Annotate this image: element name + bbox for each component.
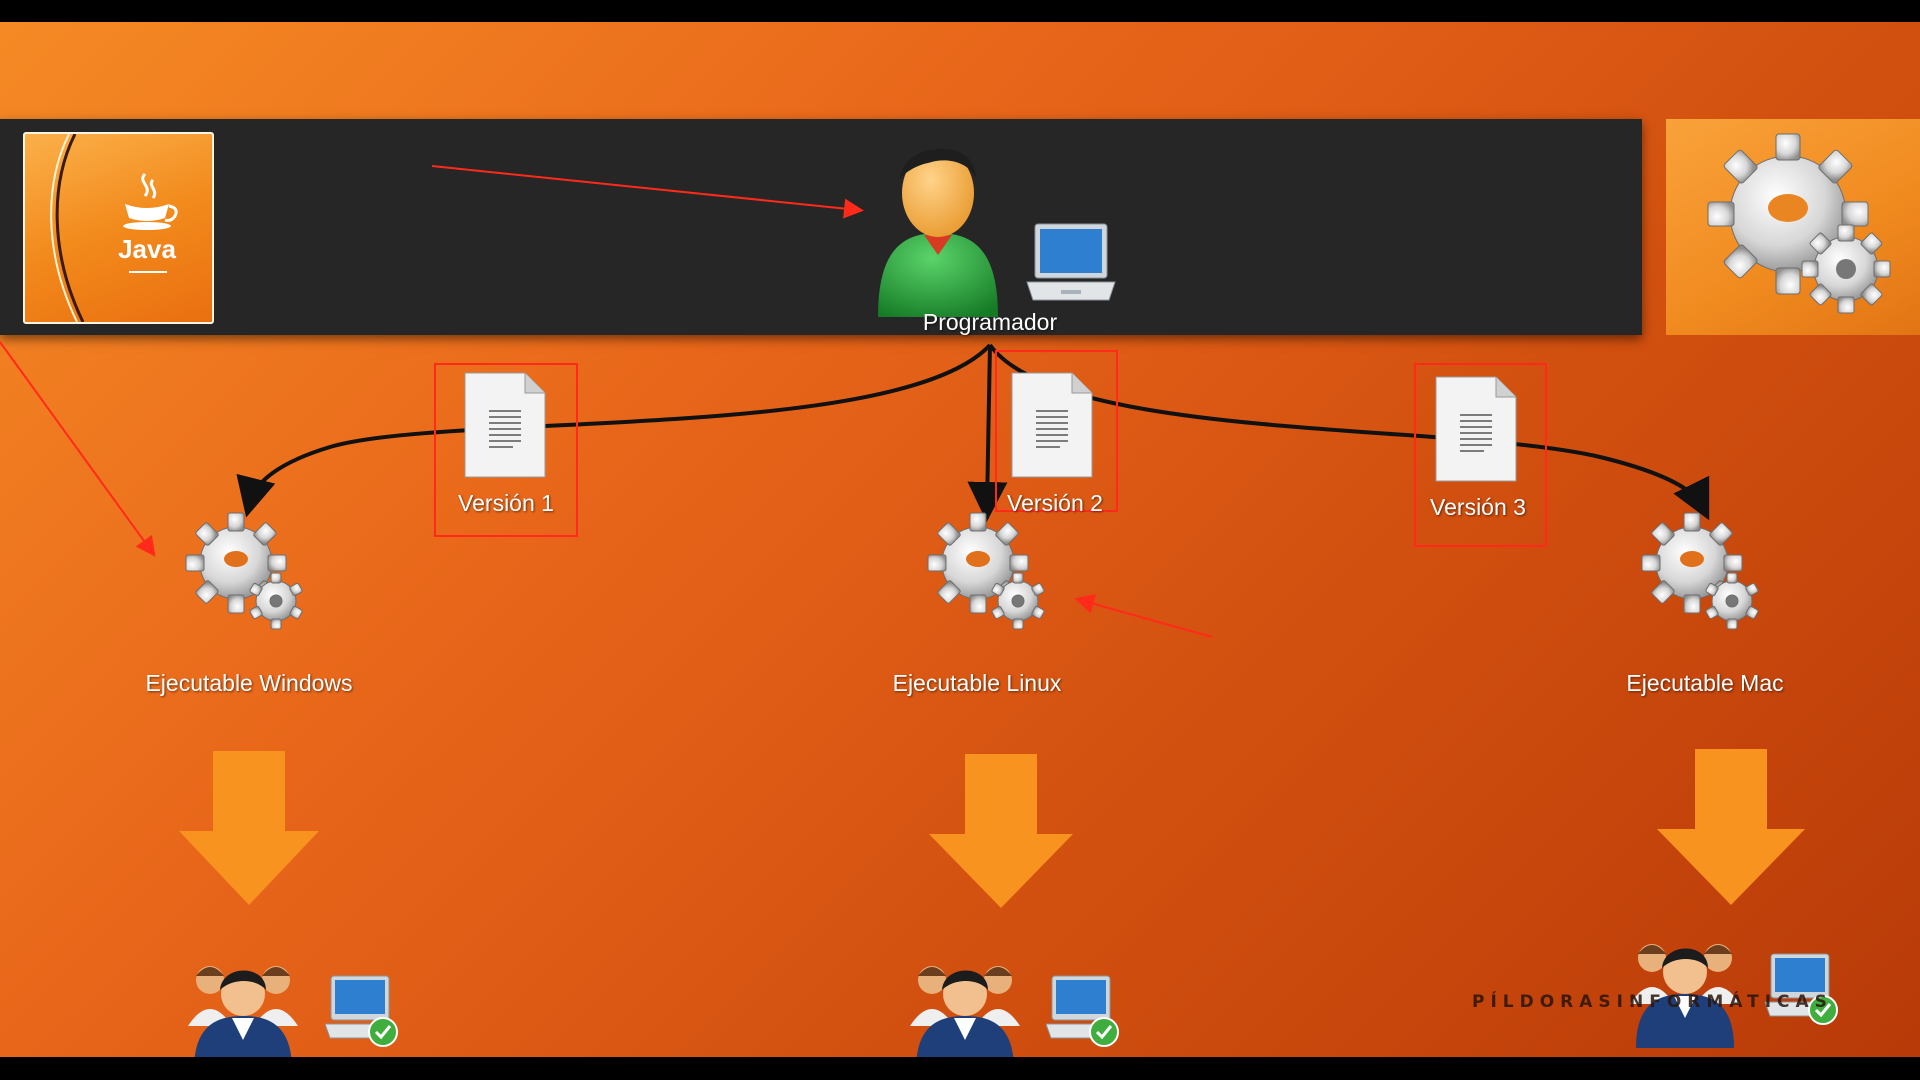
users-group-icon-linux (910, 966, 1020, 1057)
gears-icon (1707, 133, 1891, 314)
gears-icon-linux (927, 512, 1045, 630)
person-icon (878, 148, 998, 317)
line-to-windows (236, 343, 992, 518)
gears-icon-mac (1641, 512, 1759, 630)
document-icon-1 (464, 372, 546, 478)
annotation-box-version-3 (1414, 363, 1547, 547)
annotation-arrow-windows (0, 341, 156, 557)
java-logo-text: Java (118, 234, 176, 264)
java-logo-icon: Java (23, 132, 214, 324)
gears-panel (1666, 119, 1920, 335)
down-arrow-icon-windows (179, 751, 319, 905)
down-arrow-icon-linux (929, 754, 1073, 908)
document-icon-2 (1011, 372, 1093, 478)
top-bar (0, 119, 1642, 335)
version-2-label: Versión 2 (1007, 490, 1103, 516)
executable-mac-label: Ejecutable Mac (1626, 670, 1784, 696)
version-1-label: Versión 1 (458, 490, 554, 516)
users-group-icon-windows (188, 966, 298, 1057)
programmer-label: Programador (922, 309, 1058, 335)
laptop-check-icon-linux (1046, 975, 1119, 1047)
laptop-check-icon-windows (325, 975, 398, 1047)
executable-windows-label: Ejecutable Windows (145, 670, 353, 696)
laptop-icon (1026, 223, 1116, 301)
version-3-label: Versión 3 (1430, 494, 1526, 520)
slide: Java (0, 22, 1920, 1057)
users-group-icon-mac (1630, 944, 1740, 1048)
gears-icon-windows (185, 512, 303, 630)
watermark: PÍLDORASINFORMÁTICAS (1472, 992, 1833, 1012)
annotation-arrow-linux (1074, 594, 1213, 638)
executable-linux-label: Ejecutable Linux (892, 670, 1062, 696)
document-icon-3 (1435, 376, 1517, 482)
laptop-check-icon-mac (1765, 953, 1838, 1025)
line-to-linux (967, 344, 1008, 522)
annotation-box-version-2 (995, 350, 1118, 512)
annotation-box-version-1 (434, 363, 578, 537)
down-arrow-icon-mac (1657, 749, 1805, 905)
annotation-arrow-programmer (431, 165, 864, 219)
